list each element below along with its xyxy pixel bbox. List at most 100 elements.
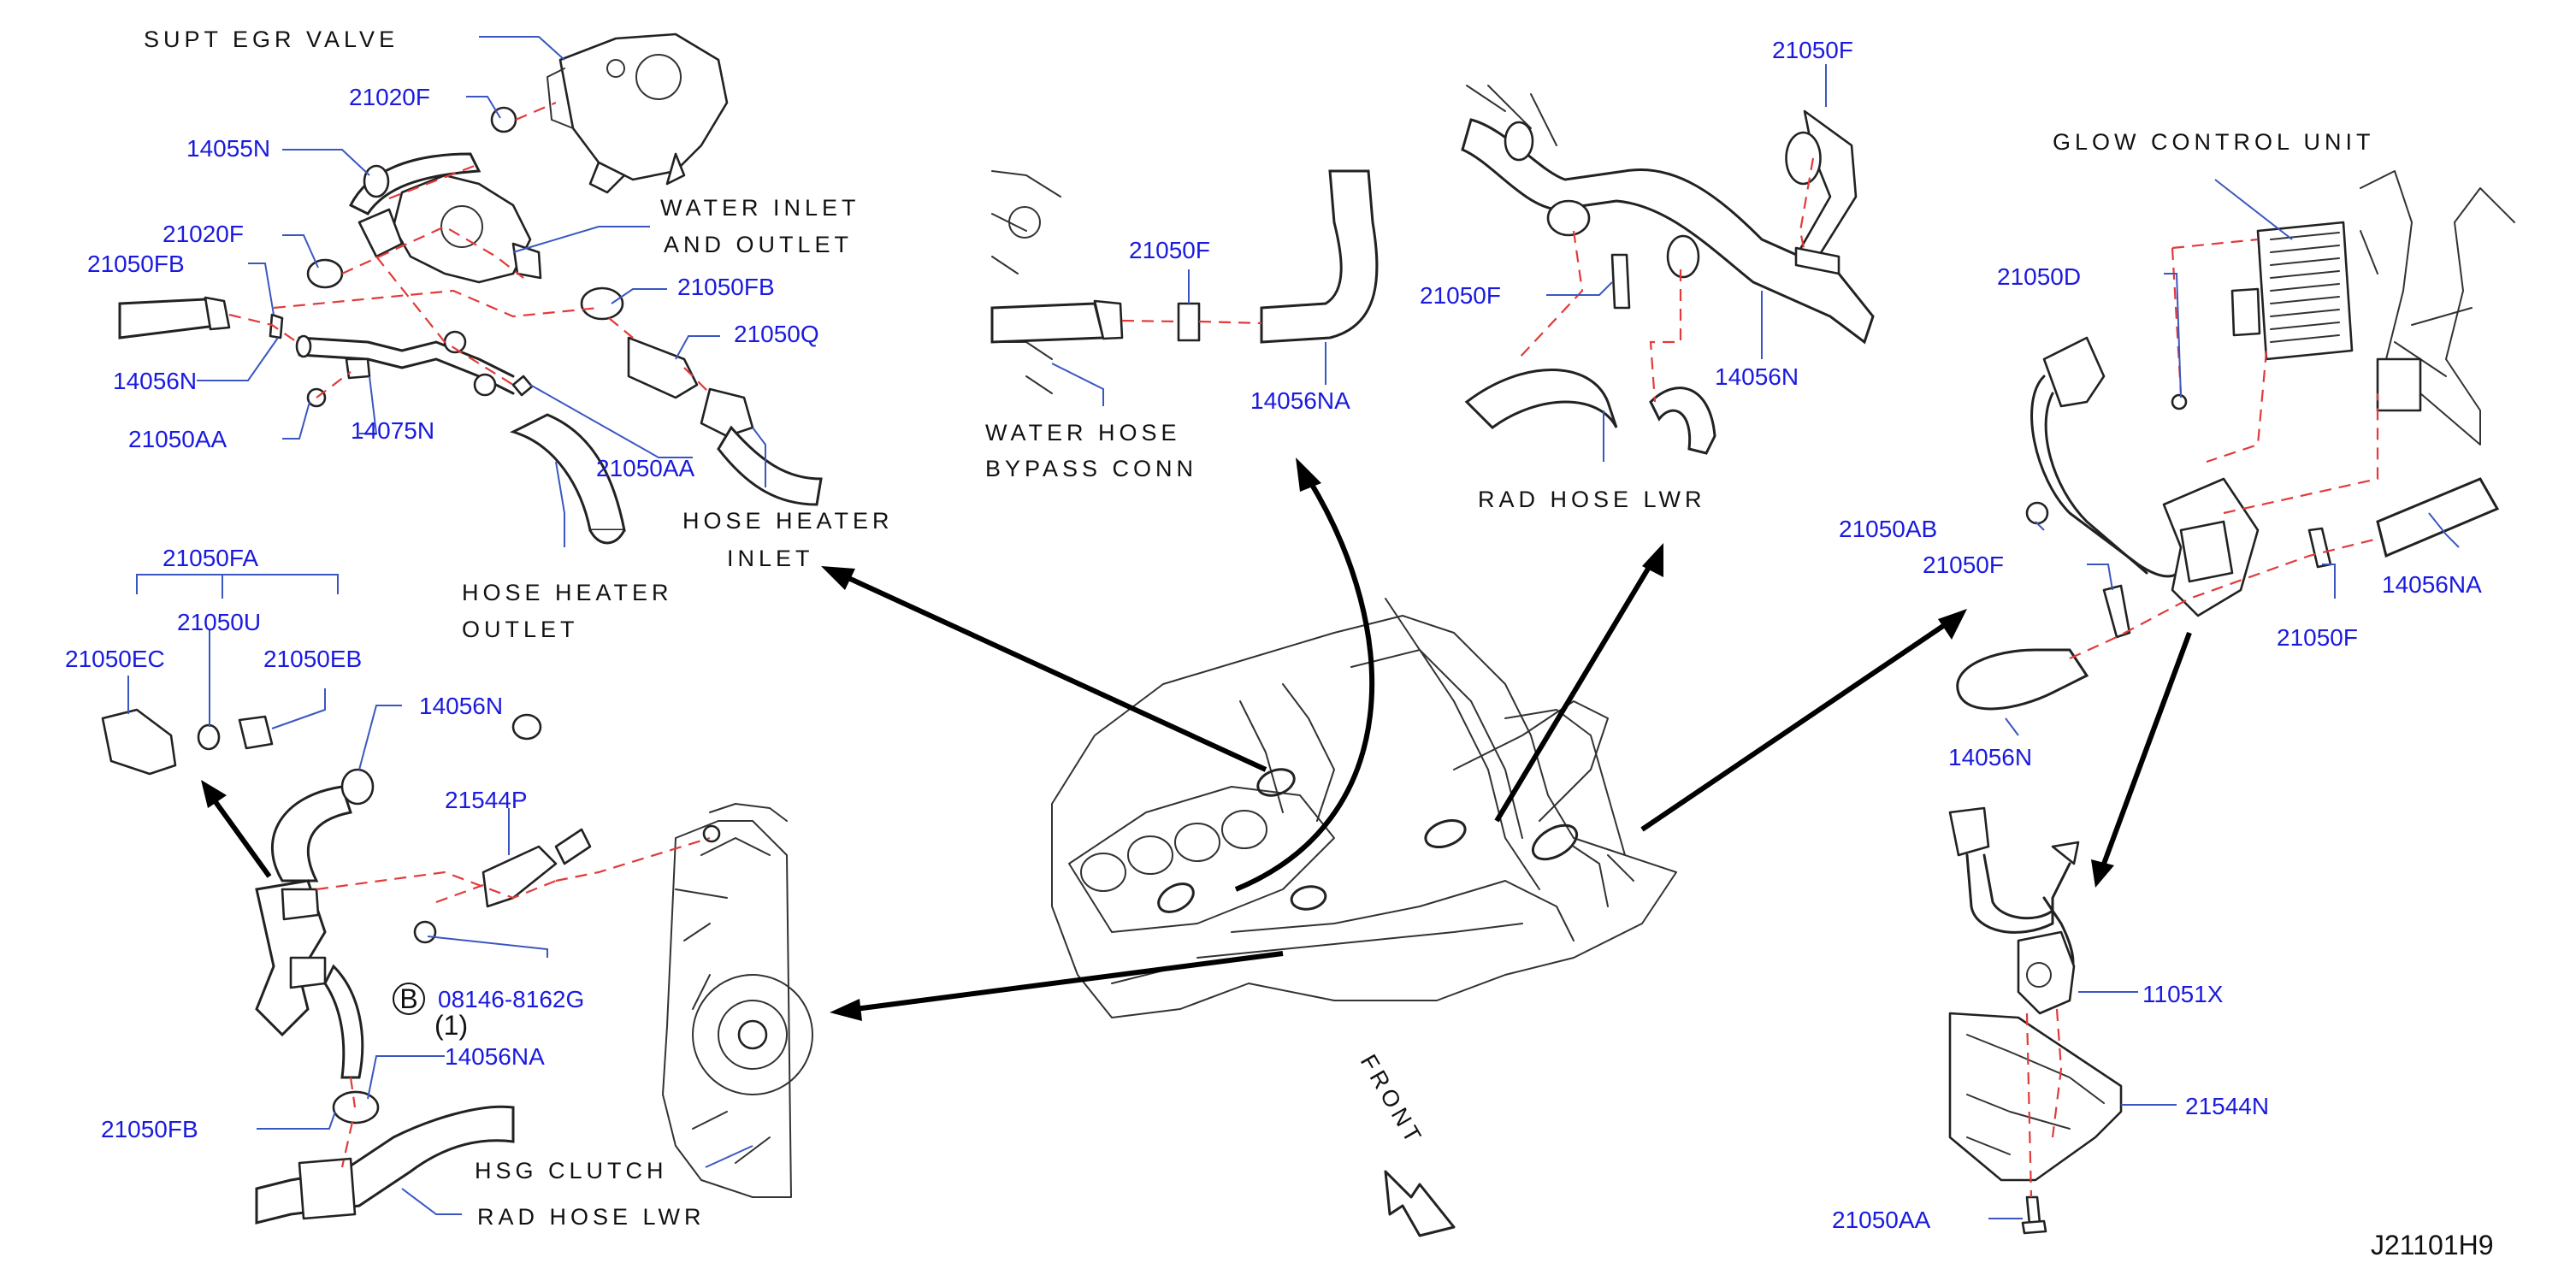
- diagram-id: J21101H9: [2371, 1230, 2494, 1260]
- label-water-inlet-1: WATER INLET: [660, 195, 860, 221]
- label-21544P: 21544P: [445, 787, 528, 813]
- water-inlet-housing: [392, 174, 532, 284]
- grommet-21050EB: [238, 715, 274, 750]
- label-21050AA-a: 21050AA: [128, 426, 227, 452]
- label-21050FB-a: 21050FB: [87, 251, 185, 277]
- sensor-leaders: [1988, 991, 2177, 1219]
- label-14056N-tr: 14056N: [1715, 363, 1799, 390]
- label-21050F-top: 21050F: [1772, 37, 1853, 63]
- bolt-21050AA-br: [2025, 1195, 2041, 1226]
- grommet-21050EC: [101, 708, 177, 776]
- bolt-marker-label: B: [399, 983, 417, 1014]
- clamp-21050F-tr-a: [1546, 199, 1591, 237]
- label-21050F-mid: 21050F: [1129, 237, 1210, 263]
- bracket-21544P: [482, 845, 558, 908]
- label-14056N-r: 14056N: [1948, 744, 2032, 770]
- label-21050AA-br: 21050AA: [1832, 1207, 1931, 1233]
- label-glow-control-unit: GLOW CONTROL UNIT: [2053, 129, 2375, 155]
- hose-heater-inlet: [717, 425, 823, 506]
- bypass-phantom-line: [1121, 319, 1262, 325]
- clamp-21050F-mid: [1177, 302, 1201, 342]
- egr-valve-body: [558, 32, 729, 181]
- label-21050EB: 21050EB: [263, 646, 362, 672]
- clutch-housing: [662, 820, 792, 1198]
- label-21050F-tr: 21050F: [1420, 282, 1501, 309]
- label-14056NA-mid: 14056NA: [1250, 387, 1350, 414]
- rad-hose-leaders: [1546, 64, 1827, 462]
- rad-hose-phantom: [1517, 157, 1815, 403]
- rad-hose-lower: [1464, 369, 1618, 429]
- egr-water-inlet-group[interactable]: [118, 32, 823, 545]
- label-14056N-a: 14056N: [113, 368, 197, 394]
- label-21050U: 21050U: [177, 609, 261, 635]
- clamp-21050FB: [580, 286, 624, 321]
- label-14056NA-r: 14056NA: [2382, 571, 2482, 598]
- label-21050AA-b: 21050AA: [596, 455, 695, 481]
- label-08146-8162G: 08146-8162G: [438, 986, 584, 1012]
- label-21050F-r2: 21050F: [2277, 624, 2358, 651]
- clamp-21050F-r1: [2102, 584, 2131, 639]
- hose-14056N-r: [1956, 648, 2089, 711]
- clamp-21050FB-bl: [332, 1090, 380, 1124]
- label-hose-heater-inlet-1: HOSE HEATER: [682, 508, 894, 534]
- label-21050AB: 21050AB: [1839, 516, 1937, 542]
- label-21050Q: 21050Q: [734, 321, 819, 347]
- rad-hose-group[interactable]: [1461, 85, 1875, 455]
- clutch-leaders: [127, 574, 753, 1215]
- label-14075N: 14075N: [351, 417, 434, 444]
- label-11051X: 11051X: [2142, 981, 2224, 1007]
- glow-control-leaders: [2005, 179, 2460, 736]
- label-21050EC: 21050EC: [65, 646, 165, 672]
- label-water-hose-1: WATER HOSE: [985, 420, 1181, 446]
- sensor-11051X: [2017, 930, 2076, 1015]
- label-hose-heater-inlet-2: INLET: [727, 546, 814, 571]
- label-14056N-bl: 14056N: [419, 693, 503, 719]
- front-direction-arrow: [1384, 1170, 1456, 1237]
- hose-heater-outlet: [509, 413, 626, 532]
- glow-control-group[interactable]: [1956, 170, 2515, 711]
- label-14055N: 14055N: [186, 135, 270, 162]
- label-21050D: 21050D: [1997, 263, 2081, 290]
- egr-phantom-lines: [228, 101, 711, 398]
- label-hsg-clutch: HSG CLUTCH: [475, 1158, 668, 1183]
- label-21544N: 21544N: [2185, 1093, 2269, 1119]
- bypass-group[interactable]: [990, 169, 1379, 394]
- label-21050FA: 21050FA: [162, 545, 258, 571]
- label-rad-hose-lwr-top: RAD HOSE LWR: [1478, 487, 1706, 512]
- label-water-hose-2: BYPASS CONN: [985, 456, 1197, 481]
- label-21020F-b: 21020F: [162, 221, 244, 247]
- label-supt-egr-valve: SUPT EGR VALVE: [144, 27, 399, 52]
- label-rad-hose-lwr-bottom: RAD HOSE LWR: [477, 1204, 706, 1230]
- label-hose-heater-outlet-1: HOSE HEATER: [462, 580, 673, 605]
- connector-21050Q: [627, 336, 699, 399]
- washer-21050U: [197, 723, 221, 751]
- egr-leader-lines: [197, 36, 766, 547]
- sensor-group[interactable]: [1948, 806, 2123, 1235]
- bolt-marker-circle: [393, 983, 425, 1015]
- label-21050FB-b: 21050FB: [677, 274, 775, 300]
- clutch-phantom: [316, 836, 711, 1168]
- bypass-leaders: [1051, 269, 1326, 406]
- label-14056NA-bl: 14056NA: [445, 1043, 545, 1070]
- heat-shield-21544N: [1948, 1012, 2123, 1182]
- engine-overview[interactable]: [1051, 598, 1677, 1018]
- sensor-phantom: [2025, 1008, 2063, 1198]
- label-water-inlet-2: AND OUTLET: [664, 232, 853, 257]
- water-hose-bypass-conn: [990, 302, 1105, 344]
- clamp-21020F: [306, 258, 344, 289]
- hose-14056NA-r: [2376, 477, 2500, 558]
- clutch-hose-group[interactable]: [101, 708, 813, 1225]
- callout-arrows: [201, 457, 2192, 1021]
- label-hose-heater-outlet-2: OUTLET: [462, 617, 579, 642]
- connector-plug: [1948, 806, 1990, 857]
- glow-control-unit: [2256, 221, 2354, 361]
- label-quantity: (1): [434, 1010, 468, 1041]
- clamp-21050F-top: [1785, 131, 1822, 186]
- label-21020F-a: 21020F: [349, 84, 430, 110]
- connector-21050D: [2042, 336, 2106, 408]
- label-21050F-r1: 21050F: [1923, 552, 2004, 578]
- rad-hose-upper: [1461, 118, 1875, 345]
- hose-14056NA-mid: [1260, 169, 1379, 344]
- label-21050FB-bl: 21050FB: [101, 1116, 198, 1142]
